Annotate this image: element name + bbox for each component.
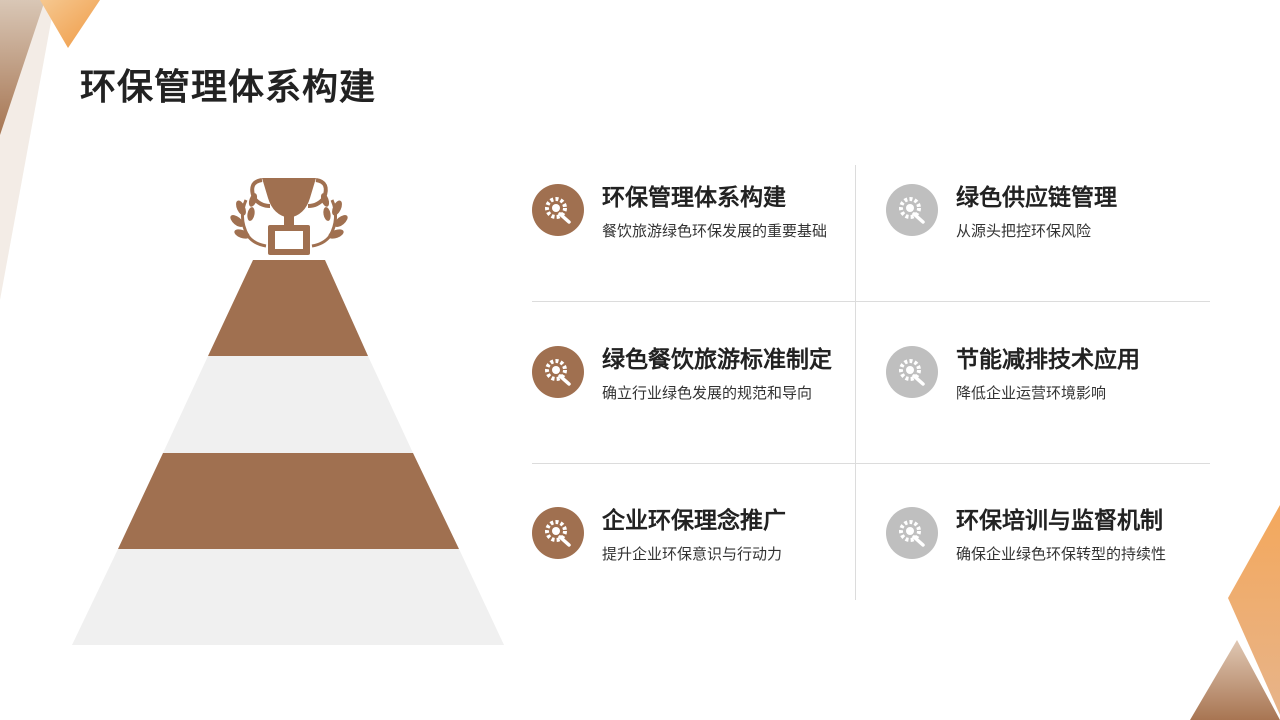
item-environmental-promotion: 企业环保理念推广 提升企业环保意识与行动力	[532, 493, 862, 583]
item-green-supply-chain: 绿色供应链管理 从源头把控环保风险	[886, 170, 1216, 260]
item-title: 绿色餐饮旅游标准制定	[602, 347, 832, 373]
grid-vertical-divider	[855, 165, 856, 600]
item-energy-saving: 节能减排技术应用 降低企业运营环境影响	[886, 332, 1216, 422]
gear-wrench-icon	[532, 184, 584, 236]
grid-horizontal-divider-2	[532, 463, 1210, 464]
trophy-icon	[230, 178, 348, 255]
item-subtitle: 降低企业运营环境影响	[956, 384, 1107, 402]
gear-wrench-icon	[886, 346, 938, 398]
bottom-right-orange-triangle	[1228, 505, 1280, 715]
pyramid-tier-2	[163, 356, 413, 453]
gear-wrench-icon	[532, 346, 584, 398]
item-subtitle: 从源头把控环保风险	[956, 222, 1092, 240]
pyramid-diagram	[72, 178, 504, 645]
item-title: 节能减排技术应用	[956, 347, 1140, 373]
gear-wrench-icon	[532, 507, 584, 559]
pyramid-tier-3	[118, 453, 459, 549]
gear-wrench-icon	[886, 184, 938, 236]
pyramid-tier-4	[72, 549, 504, 645]
grid-horizontal-divider-1	[532, 301, 1210, 302]
item-environmental-system: 环保管理体系构建 餐饮旅游绿色环保发展的重要基础	[532, 170, 862, 260]
page-title: 环保管理体系构建	[80, 67, 377, 108]
item-subtitle: 确立行业绿色发展的规范和导向	[602, 384, 813, 402]
item-subtitle: 确保企业绿色环保转型的持续性	[956, 545, 1167, 563]
item-title: 环保管理体系构建	[602, 185, 786, 211]
item-title: 绿色供应链管理	[956, 185, 1117, 211]
item-subtitle: 餐饮旅游绿色环保发展的重要基础	[602, 222, 828, 240]
top-left-orange-triangle	[40, 0, 100, 48]
item-title: 企业环保理念推广	[602, 508, 786, 534]
top-left-brown-triangle	[0, 0, 45, 135]
item-training-supervision: 环保培训与监督机制 确保企业绿色环保转型的持续性	[886, 493, 1216, 583]
item-subtitle: 提升企业环保意识与行动力	[602, 545, 783, 563]
item-title: 环保培训与监督机制	[956, 508, 1163, 534]
bottom-right-brown-triangle	[1190, 640, 1280, 720]
item-green-standards: 绿色餐饮旅游标准制定 确立行业绿色发展的规范和导向	[532, 332, 862, 422]
pyramid-tier-1	[208, 260, 368, 356]
gear-wrench-icon	[886, 507, 938, 559]
